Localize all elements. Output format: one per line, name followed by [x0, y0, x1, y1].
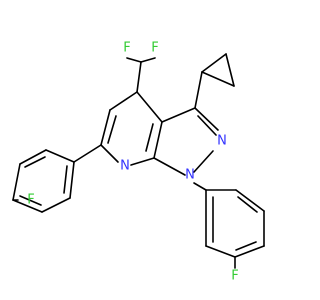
bond — [153, 121, 163, 159]
bond — [201, 53, 227, 73]
fluorine-label: F — [123, 41, 130, 56]
bond — [73, 144, 102, 163]
bond — [19, 149, 47, 165]
nitrogen-label: N — [120, 159, 130, 174]
bond — [145, 123, 154, 152]
bond — [136, 91, 163, 123]
bond — [100, 109, 111, 146]
bond — [194, 71, 203, 109]
bond — [140, 57, 156, 63]
bond — [63, 165, 68, 194]
bond — [107, 115, 117, 144]
bond — [205, 245, 236, 258]
bond — [194, 107, 219, 131]
bond — [197, 115, 217, 136]
bond — [235, 241, 257, 251]
bond — [237, 196, 258, 213]
bond — [19, 195, 42, 206]
fluorine-label: F — [27, 193, 34, 208]
bond — [12, 163, 21, 201]
bond — [126, 57, 142, 63]
bond — [136, 61, 142, 93]
bond — [153, 157, 186, 176]
bond — [193, 182, 207, 191]
structure-diagram: F F N N N F F — [12, 41, 265, 284]
fluorine-label: F — [151, 41, 158, 56]
atom-labels: F F N N N F F — [27, 41, 238, 284]
bond — [193, 150, 214, 173]
bond — [201, 71, 235, 87]
nitrogen-label: N — [217, 134, 227, 149]
fluorine-label: F — [231, 269, 238, 284]
bond — [161, 107, 196, 123]
bond — [225, 53, 235, 87]
molecule-canvas: F F N N N F F — [12, 40, 265, 284]
bond — [109, 91, 138, 111]
bond-lines — [12, 53, 265, 269]
bond — [100, 144, 119, 163]
bond — [24, 156, 46, 168]
bond — [12, 199, 43, 213]
bond — [234, 245, 265, 258]
bond — [41, 197, 71, 213]
bond — [235, 189, 265, 212]
nitrogen-label: N — [185, 168, 195, 183]
bond — [130, 157, 155, 166]
bond — [45, 149, 75, 163]
bond — [69, 161, 75, 199]
